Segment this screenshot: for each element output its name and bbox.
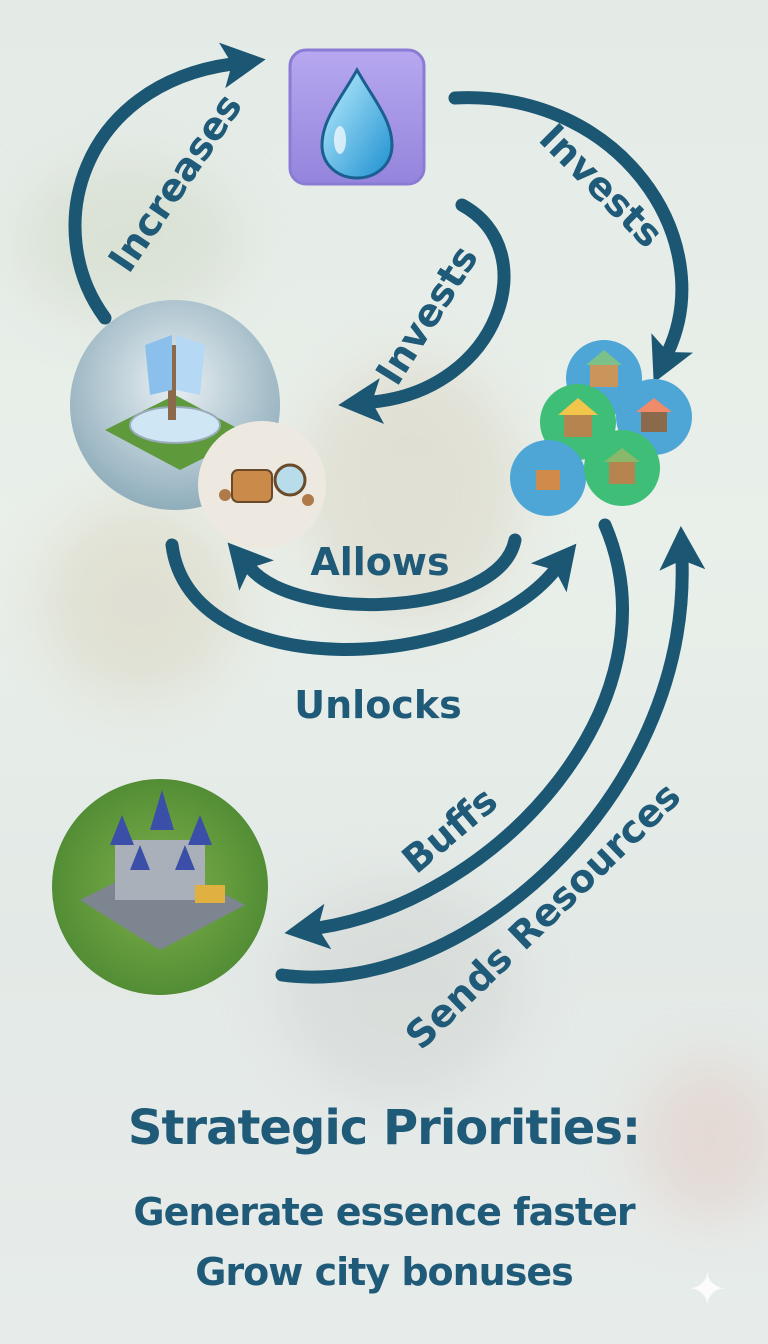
workshop-icon [219,463,314,506]
arrow-increases [68,42,266,325]
building-cluster-icon [536,350,672,490]
arrow-invests-right [448,91,694,383]
sparkle-icon: ✦ [688,1262,727,1316]
workshop-node [198,421,326,549]
label-invests-middle: Invests [367,238,487,393]
label-unlocks: Unlocks [294,683,461,727]
castle-icon [80,790,245,950]
arrow-invests-middle [338,198,511,424]
arrow-allows [227,533,522,612]
arrow-buffs [284,518,629,950]
buildings-node [510,340,692,516]
label-buffs: Buffs [394,778,506,882]
arrow-unlocks [165,538,577,656]
label-allows: Allows [310,540,449,584]
background-blur [640,1060,768,1220]
footer-priority-2: Grow city bonuses [195,1250,574,1294]
castle-node [52,779,268,995]
footer-title: Strategic Priorities: [127,1100,641,1156]
arrow-sends-resources [275,526,706,984]
essence-node [288,48,426,186]
footer-priority-1: Generate essence faster [133,1190,635,1234]
background-blur [20,160,240,320]
